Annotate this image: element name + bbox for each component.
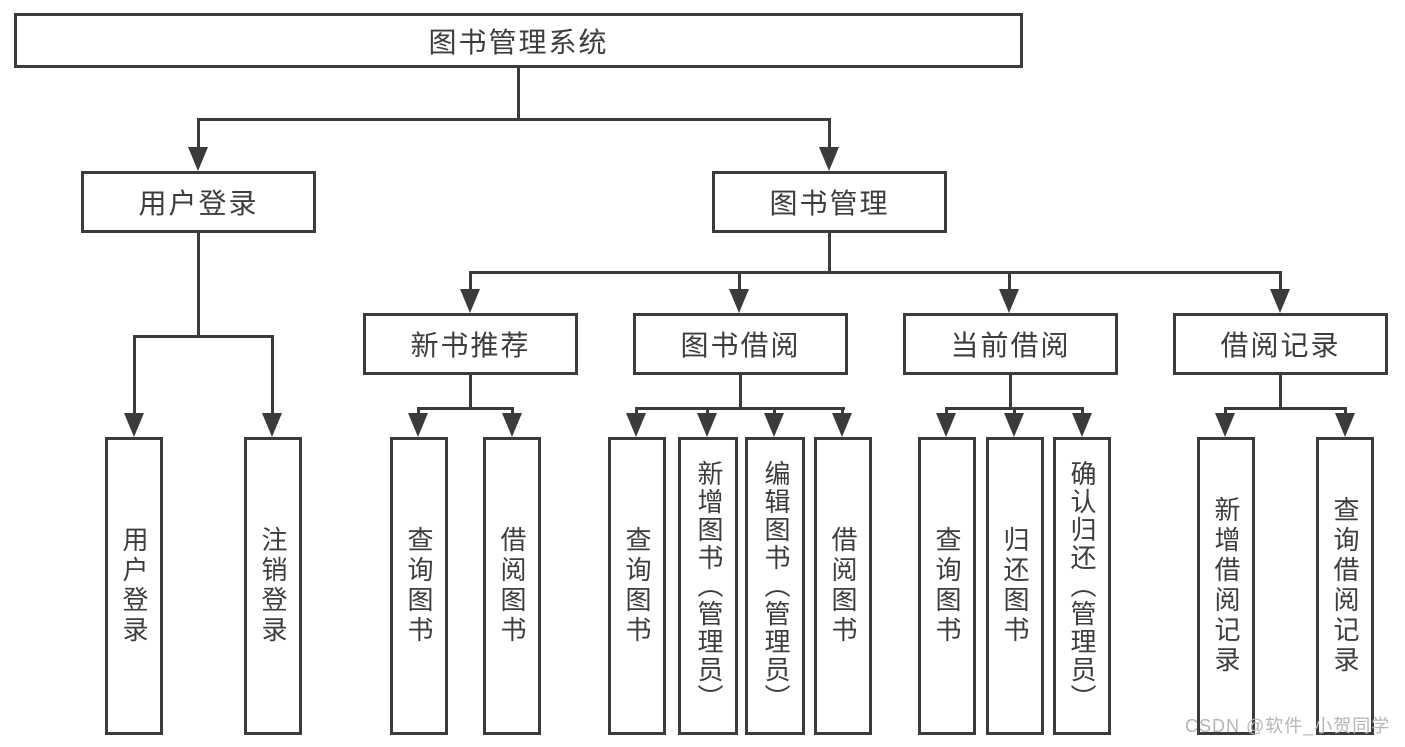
arrow-down-icon	[764, 413, 784, 437]
connector-line	[773, 407, 776, 415]
connector-line	[635, 407, 845, 410]
leaf-logout: 注销登录	[244, 437, 302, 735]
connector-line	[828, 233, 831, 273]
arrow-down-icon	[1004, 413, 1024, 437]
arrow-down-icon	[188, 147, 208, 171]
connector-line	[1008, 271, 1011, 293]
connector-line	[706, 407, 709, 415]
arrow-down-icon	[936, 413, 956, 437]
connector-line	[417, 407, 514, 410]
connector-line	[1344, 407, 1347, 415]
node-user-login: 用户登录	[81, 171, 316, 233]
leaf-return-books: 归还图书	[986, 437, 1044, 735]
connector-line	[1224, 407, 1347, 410]
leaf-confirm-return-admin: 确认归还（管理员）	[1053, 437, 1111, 735]
arrow-down-icon	[124, 413, 144, 437]
connector-line	[1224, 407, 1227, 415]
leaf-user-login: 用户登录	[105, 437, 163, 735]
arrow-down-icon	[502, 413, 522, 437]
arrow-down-icon	[1335, 413, 1355, 437]
node-borrow-records: 借阅记录	[1173, 313, 1388, 375]
connector-line	[271, 335, 274, 415]
connector-line	[1009, 375, 1012, 409]
node-book-borrow: 图书借阅	[633, 313, 848, 375]
leaf-query-borrow-record: 查询借阅记录	[1316, 437, 1374, 735]
leaf-borrow-books: 借阅图书	[814, 437, 872, 735]
connector-line	[469, 271, 472, 293]
connector-line	[1279, 375, 1282, 409]
connector-line	[417, 407, 420, 415]
connector-line	[133, 335, 274, 338]
leaf-query-books-current: 查询图书	[918, 437, 976, 735]
arrow-down-icon	[819, 147, 839, 171]
node-library-system: 图书管理系统	[14, 13, 1023, 68]
leaf-edit-books-admin: 编辑图书（管理员）	[745, 437, 805, 735]
connector-line	[197, 118, 200, 150]
arrow-down-icon	[832, 413, 852, 437]
connector-line	[738, 271, 741, 293]
connector-line	[197, 233, 200, 337]
connector-line	[739, 375, 742, 409]
watermark: CSDN @软件_小贺同学	[1185, 716, 1391, 736]
connector-line	[511, 407, 514, 415]
connector-line	[133, 335, 136, 415]
node-current-borrow: 当前借阅	[903, 313, 1118, 375]
connector-line	[517, 68, 520, 120]
connector-line	[945, 407, 948, 415]
connector-line	[469, 271, 1282, 274]
leaf-add-books-admin: 新增图书（管理员）	[678, 437, 738, 735]
node-book-management: 图书管理	[712, 171, 947, 233]
arrow-down-icon	[697, 413, 717, 437]
arrow-down-icon	[1215, 413, 1235, 437]
leaf-add-borrow-record: 新增借阅记录	[1197, 437, 1255, 735]
arrow-down-icon	[729, 289, 749, 313]
arrow-down-icon	[999, 289, 1019, 313]
connector-line	[1279, 271, 1282, 293]
connector-line	[469, 375, 472, 409]
leaf-query-books-recommend: 查询图书	[390, 437, 448, 735]
connector-line	[1013, 407, 1016, 415]
connector-line	[841, 407, 844, 415]
arrow-down-icon	[460, 289, 480, 313]
arrow-down-icon	[626, 413, 646, 437]
arrow-down-icon	[1270, 289, 1290, 313]
connector-line	[1081, 407, 1084, 415]
node-new-book-recommend: 新书推荐	[363, 313, 578, 375]
arrow-down-icon	[408, 413, 428, 437]
arrow-down-icon	[262, 413, 282, 437]
leaf-borrow-books-recommend: 借阅图书	[483, 437, 541, 735]
connector-line	[828, 118, 831, 150]
leaf-query-books-borrow: 查询图书	[608, 437, 666, 735]
arrow-down-icon	[1072, 413, 1092, 437]
connector-line	[197, 118, 831, 121]
connector-line	[635, 407, 638, 415]
